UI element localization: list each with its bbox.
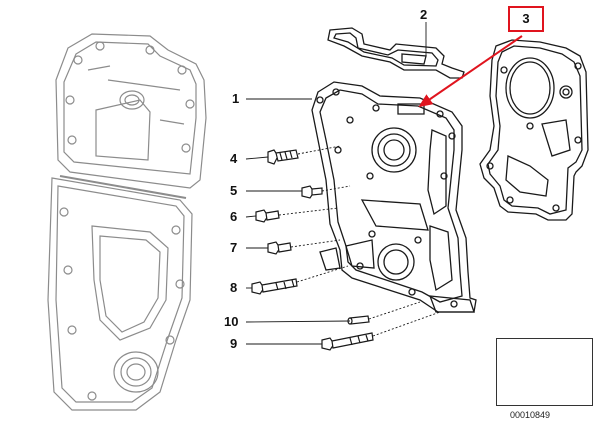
callout-8: 8 bbox=[230, 280, 238, 295]
leader-lines bbox=[245, 22, 441, 345]
callout-2: 2 bbox=[420, 7, 428, 22]
callout-4: 4 bbox=[230, 151, 238, 166]
callout-3: 3 bbox=[522, 11, 530, 26]
bolt-5 bbox=[301, 185, 323, 199]
upper-timing-cover bbox=[55, 33, 207, 189]
bolt-9 bbox=[321, 332, 374, 351]
highlight-box: 3 bbox=[508, 6, 544, 32]
upper-cover-gasket bbox=[327, 27, 465, 79]
lower-timing-cover bbox=[47, 175, 193, 411]
location-inset bbox=[496, 338, 593, 406]
dowel-pin-10 bbox=[347, 315, 370, 325]
callout-9: 9 bbox=[230, 336, 238, 351]
callout-10: 10 bbox=[224, 314, 239, 329]
bolt-8 bbox=[251, 278, 298, 295]
callout-7: 7 bbox=[230, 240, 238, 255]
bolt-7 bbox=[267, 241, 292, 255]
front-cover-housing bbox=[311, 81, 477, 313]
highlight-arrow bbox=[418, 35, 523, 108]
bolt-4 bbox=[267, 149, 299, 165]
callout-5: 5 bbox=[230, 183, 238, 198]
reference-number: 00010849 bbox=[510, 410, 551, 420]
callout-6: 6 bbox=[230, 209, 238, 224]
bolt-6 bbox=[255, 209, 280, 223]
front-cover-gasket bbox=[479, 39, 589, 221]
callout-1: 1 bbox=[232, 91, 240, 106]
